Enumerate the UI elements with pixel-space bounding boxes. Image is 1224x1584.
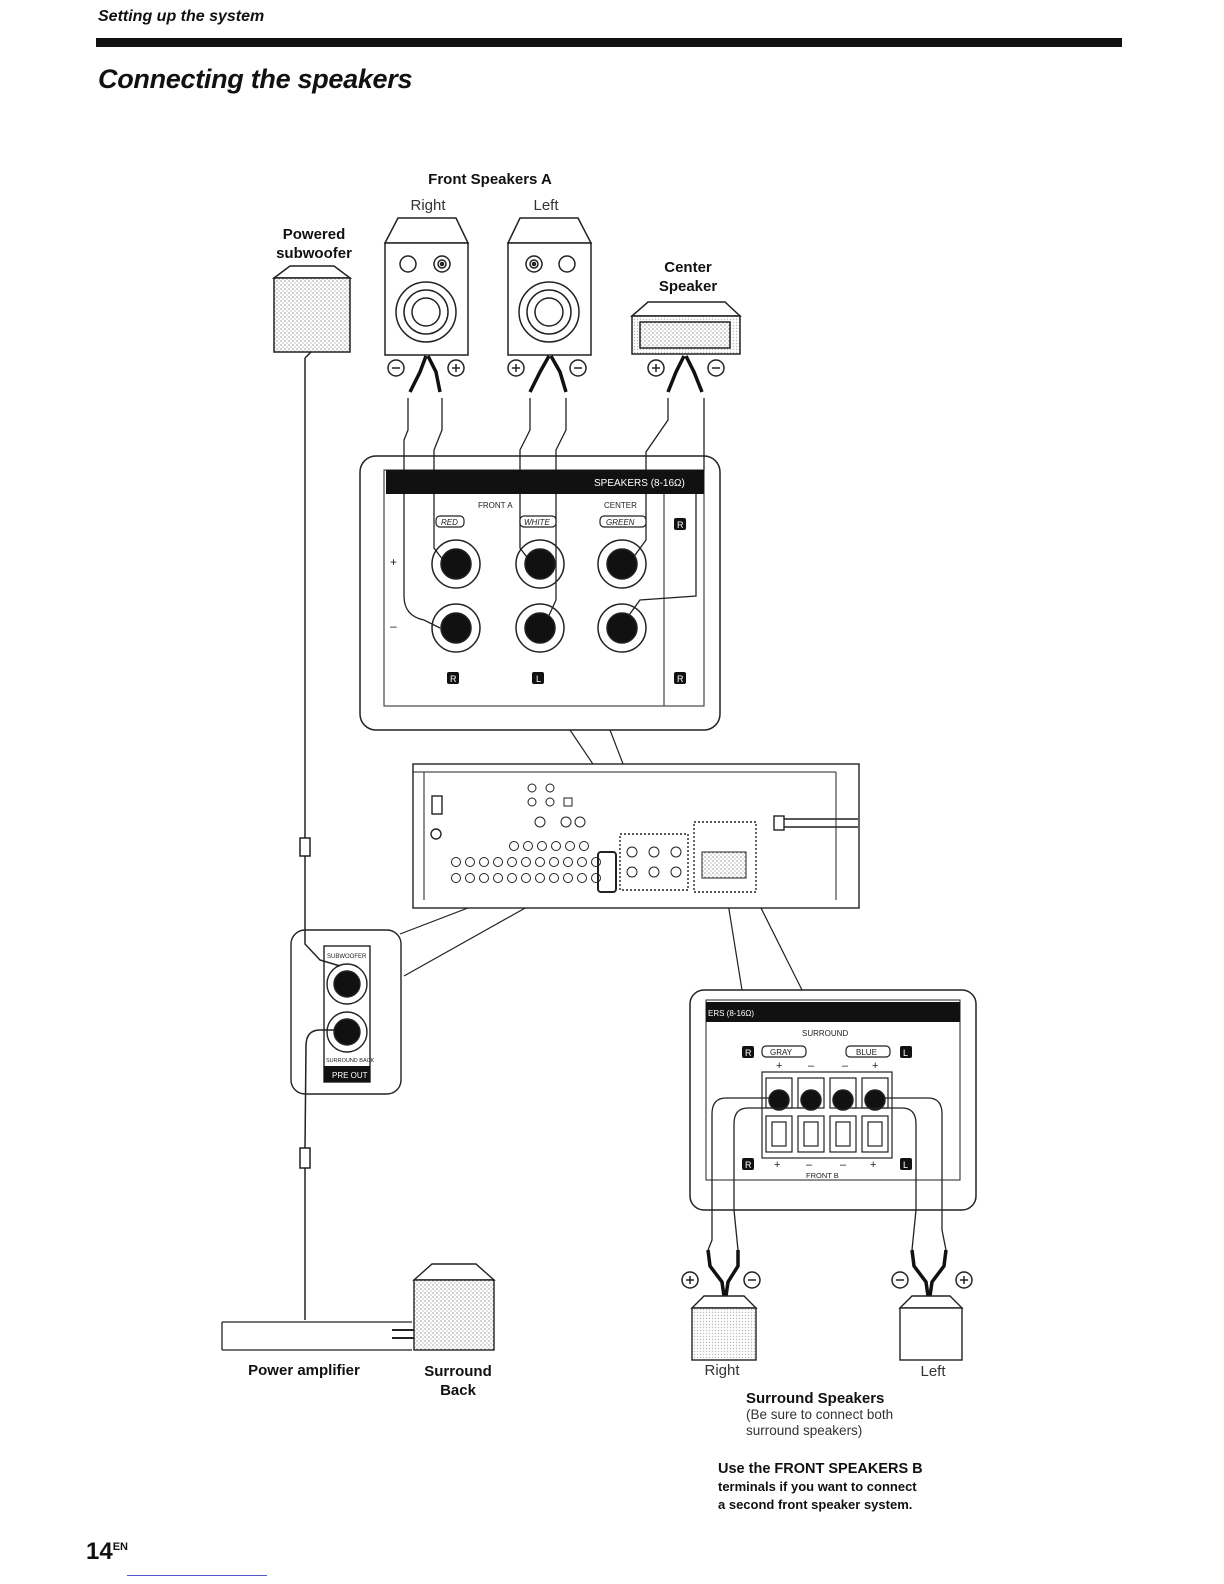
powered-subwoofer [271,265,353,353]
panel-center-label: CENTER [604,501,637,510]
ers-label: ERS (8-16Ω) [708,1009,754,1018]
panel-l-badge-1: L [536,674,541,684]
panel-minus-label: – [390,619,397,633]
panel-r-badge-2: R [450,674,457,684]
powered-subwoofer-label-1: Powered [282,226,346,243]
power-amplifier-label: Power amplifier [248,1362,360,1379]
surround-label: SURROUND [802,1029,848,1038]
header-rule [96,38,1122,47]
surround-plus-4: + [870,1159,876,1171]
panel-r-badge-3: R [677,674,684,684]
surround-l-badge-1: L [903,1048,908,1058]
surround-plus-1: + [776,1060,782,1072]
surround-speakers-label: Surround Speakers [746,1390,885,1407]
powered-subwoofer-label-2: subwoofer [276,245,352,262]
surround-plus-2: + [872,1060,878,1072]
subwoofer-label: SUBWOOFER [327,954,367,960]
gray-label: GRAY [770,1048,793,1057]
surround-speaker-right [690,1295,758,1361]
section-header: Setting up the system [98,8,265,25]
surround-panel [689,989,977,1251]
center-speaker-label-2: Speaker [658,278,718,295]
power-amplifier [221,1321,414,1351]
surround-r-badge-2: R [745,1160,752,1170]
surround-speaker-left [898,1295,964,1361]
front-b-note: Use the FRONT SPEAKERS B terminals if yo… [718,1460,923,1514]
center-speaker-label-1: Center [664,259,712,276]
front-b-note-line2: terminals if you want to connect [718,1479,917,1494]
panel-white-label: WHITE [524,518,550,527]
surround-left-label: Left [920,1363,946,1380]
surround-back-label-2: Back [440,1382,476,1399]
bottom-line [127,1575,267,1576]
receiver-back-panel [412,763,860,909]
surround-note-2: surround speakers) [746,1423,863,1438]
surround-minus-4: – [840,1159,847,1171]
front-b-label: FRONT B [806,1171,839,1180]
subwoofer-out-panel [290,929,402,1095]
front-speaker-right [383,217,470,356]
blue-label: BLUE [856,1048,877,1057]
surround-minus-1: – [808,1060,815,1072]
subwoofer-cable [299,351,341,1320]
surround-right-label: Right [704,1362,740,1379]
panel-speakers-label: SPEAKERS (8-16Ω) [594,478,685,489]
panel-front-a-label: FRONT A [478,501,513,510]
surround-l-badge-2: L [903,1160,908,1170]
page-language: EN [112,1541,128,1553]
pre-out-label: PRE OUT [332,1071,368,1080]
surround-r-badge-1: R [745,1048,752,1058]
front-speaker-left [506,217,593,356]
surround-back-speaker [412,1263,496,1351]
surround-minus-3: – [806,1159,813,1171]
front-wire-runs [403,398,705,629]
surround-terminal-symbols [681,1271,973,1289]
surround-minus-2: – [842,1060,849,1072]
panel-plus-label: + [390,555,397,569]
front-b-note-line1: Use the FRONT SPEAKERS B [718,1461,923,1477]
front-speaker-panel [359,455,721,731]
center-speaker [630,301,742,355]
page-title: Connecting the speakers [98,64,413,94]
surround-note-1: (Be sure to connect both [746,1407,894,1422]
front-speakers-a-label: Front Speakers A [428,171,552,188]
front-b-note-line3: a second front speaker system. [718,1497,913,1512]
page-number-value: 14 [86,1538,113,1565]
surround-wires [706,1249,948,1297]
front-right-label: Right [410,197,446,214]
surround-back-label: SURROUND BACK [326,1058,375,1064]
panel-green-label: GREEN [606,518,635,527]
surround-back-label-1: Surround [424,1363,492,1380]
terminal-symbols [387,359,725,377]
page-number: 14EN [86,1538,128,1566]
panel-r-badge-1: R [677,520,684,530]
front-wires [408,355,704,393]
panel-red-label: RED [441,518,458,527]
front-left-label: Left [533,197,559,214]
surround-plus-3: + [774,1159,780,1171]
